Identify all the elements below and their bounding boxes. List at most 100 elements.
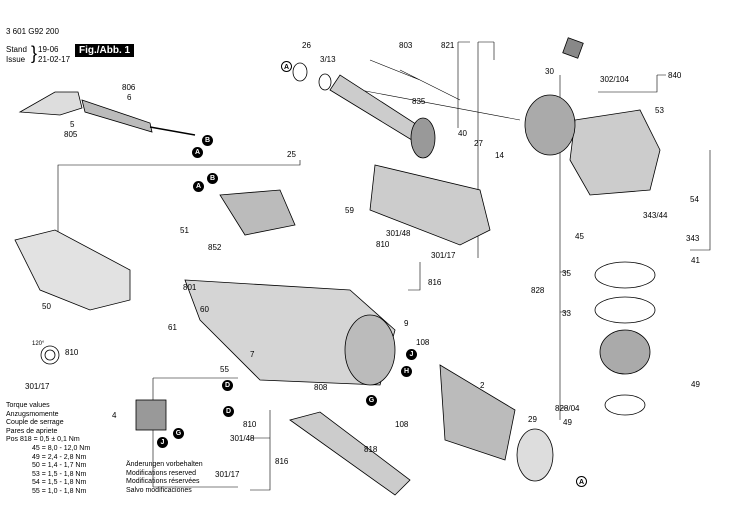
torque-row: 55 = 1,0 - 1,8 Nm: [32, 487, 87, 495]
part-30: 30: [545, 67, 554, 76]
bracket-828: [559, 75, 568, 420]
callout-j: J: [406, 349, 417, 360]
brush-housing: [369, 164, 491, 246]
part-3-13: 3/13: [320, 55, 336, 64]
torque-row: 45 = 8,0 - 12,0 Nm: [32, 444, 91, 452]
plug-icon: [18, 91, 83, 116]
part-108a: 108: [416, 338, 430, 347]
callout-g-module: G: [173, 428, 184, 439]
part-60: 60: [200, 305, 209, 314]
callout-d-module: D: [223, 406, 234, 417]
notice-en: Modifications reserved: [126, 469, 197, 477]
bracket-821: [457, 41, 495, 258]
part-818: 818: [364, 445, 378, 454]
base-plate: [289, 411, 411, 496]
part-301-48a: 301/48: [386, 229, 411, 238]
part-7: 7: [250, 350, 255, 359]
part-49b: 49: [563, 418, 572, 427]
callout-b-switch: B: [207, 173, 218, 184]
frame-lines: [152, 377, 238, 488]
bracket-54: [690, 150, 711, 251]
stand-label: Stand: [6, 45, 27, 54]
part-806: 806: [122, 83, 136, 92]
callout-a-open-bottom: A: [576, 476, 587, 487]
part-50: 50: [42, 302, 51, 311]
part-9: 9: [404, 319, 409, 328]
torque-row: Pos 818 = 0,5 ± 0,1 Nm: [6, 436, 80, 444]
part-41: 41: [691, 256, 700, 265]
part-803: 803: [399, 41, 413, 50]
callout-j-module: J: [157, 437, 168, 448]
flange-assembly: [594, 261, 656, 416]
part-108b: 108: [395, 420, 409, 429]
callout-g: G: [366, 395, 377, 406]
part-55: 55: [220, 365, 229, 374]
part-343: 343: [686, 234, 700, 243]
torque-title-es: Pares de apriete: [6, 427, 58, 435]
part-816a: 816: [428, 278, 442, 287]
part-6: 6: [127, 93, 132, 102]
callout-h: H: [401, 366, 412, 377]
torque-row: 50 = 1,4 - 1,7 Nm: [32, 462, 87, 470]
part-805: 805: [64, 130, 78, 139]
notice-fr: Modifications réservées: [126, 478, 200, 486]
part-301-48b: 301/48: [230, 434, 255, 443]
part-821: 821: [441, 41, 455, 50]
issue-label: Issue: [6, 55, 26, 64]
part-59: 59: [345, 206, 354, 215]
part-29: 29: [528, 415, 537, 424]
part-25: 25: [287, 150, 296, 159]
bracket-816a: [408, 262, 421, 291]
part-810c: 810: [243, 420, 257, 429]
part-835: 835: [412, 97, 426, 106]
switch-unit: [219, 189, 296, 236]
bracket-816b: [250, 410, 271, 491]
modification-notice: Änderungen vorbehalten Modifications res…: [126, 461, 203, 495]
torque-title-fr: Couple de serrage: [6, 419, 64, 427]
part-33: 33: [562, 309, 571, 318]
part-51: 51: [180, 226, 189, 235]
part-45: 45: [575, 232, 584, 241]
part-828-04: 828/04: [555, 404, 580, 413]
electronics-module: [135, 399, 167, 431]
spring-icon: [40, 345, 60, 365]
angle-120: 120°: [32, 341, 45, 347]
part-4: 4: [112, 411, 117, 420]
part-54: 54: [690, 195, 699, 204]
notice-de: Änderungen vorbehalten: [126, 461, 203, 468]
callout-a: A: [192, 147, 203, 158]
torque-table: Torque values Anzugsmomente Couple de se…: [6, 402, 90, 497]
handle-shell: [14, 229, 131, 311]
part-35: 35: [562, 269, 571, 278]
part-301-17b: 301/17: [25, 382, 50, 391]
part-49a: 49: [691, 380, 700, 389]
power-cable: [18, 91, 196, 136]
part-343-44: 343/44: [643, 211, 668, 220]
part-61: 61: [168, 323, 177, 332]
stator: [439, 364, 554, 482]
torque-title-de: Anzugsmomente: [6, 410, 59, 418]
callout-b: B: [202, 135, 213, 146]
part-301-17a: 301/17: [431, 251, 456, 260]
part-808: 808: [314, 383, 328, 392]
part-852: 852: [208, 243, 222, 252]
bracket: }: [31, 43, 38, 63]
cable-sleeve: [81, 99, 153, 133]
cable-end: [149, 126, 196, 136]
notice-es: Salvo modificaciones: [126, 486, 192, 494]
part-810b: 810: [65, 348, 79, 357]
callout-a-open: A: [281, 61, 292, 72]
part-801: 801: [183, 283, 197, 292]
motor-housing: [184, 279, 396, 386]
part-2: 2: [480, 381, 485, 390]
figure-label: Fig./Abb. 1: [75, 44, 135, 57]
part-810a: 810: [376, 240, 390, 249]
part-26: 26: [302, 41, 311, 50]
callout-d: D: [222, 380, 233, 391]
armature: [292, 62, 436, 159]
part-14: 14: [495, 151, 504, 160]
gear-housing: [524, 37, 661, 196]
stand-date: 19-06: [38, 45, 59, 54]
part-302-104: 302/104: [600, 75, 629, 84]
